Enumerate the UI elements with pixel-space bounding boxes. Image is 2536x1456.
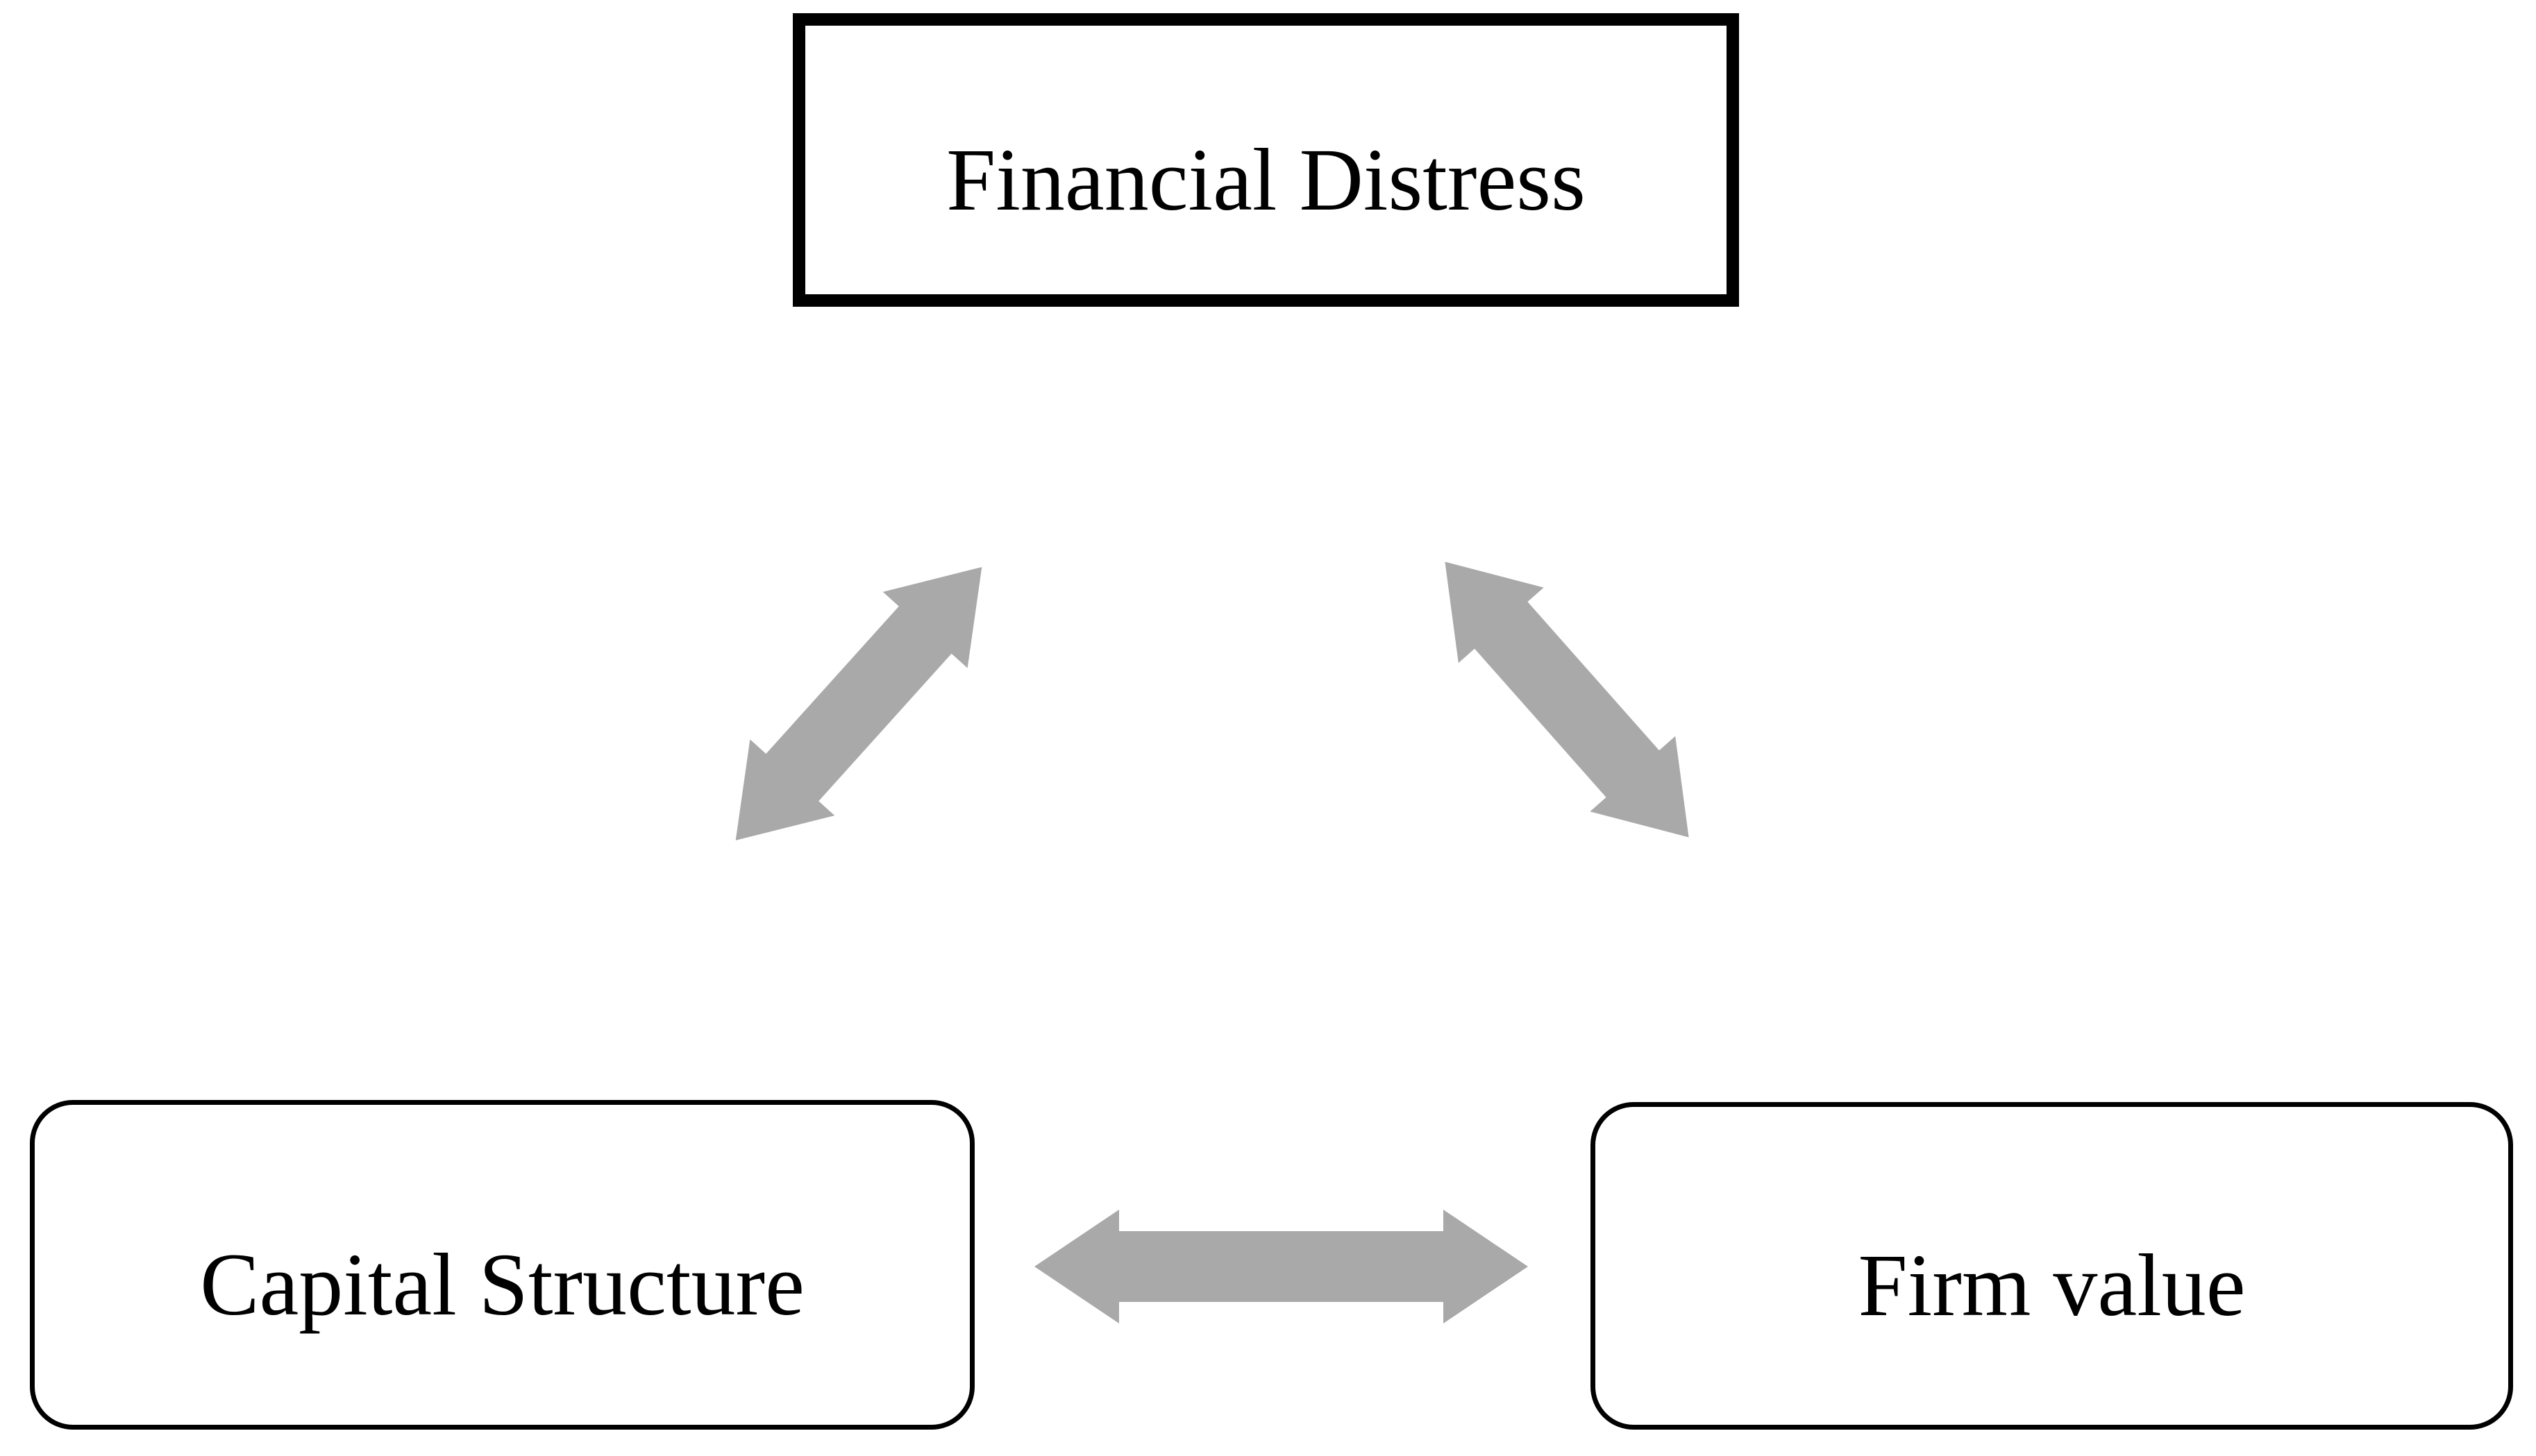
node-capital-structure: Capital Structure — [30, 1100, 975, 1430]
double-arrow-icon — [1034, 1210, 1528, 1323]
node-capital-structure-label: Capital Structure — [200, 1235, 805, 1334]
connector-capital-structure-firm-value — [1034, 1210, 1528, 1323]
double-arrow-icon — [1445, 561, 1689, 838]
double-arrow-shape — [1445, 561, 1689, 838]
node-financial-distress: Financial Distress — [793, 13, 1739, 307]
double-arrow-shape — [1034, 1210, 1528, 1323]
node-firm-value-label: Firm value — [1858, 1236, 2246, 1335]
connector-financial-distress-capital-structure — [694, 529, 1025, 879]
node-firm-value: Firm value — [1590, 1102, 2513, 1430]
double-arrow-icon — [735, 567, 982, 840]
double-arrow-shape — [735, 567, 982, 840]
node-financial-distress-label: Financial Distress — [946, 130, 1586, 229]
connector-financial-distress-firm-value — [1402, 524, 1731, 875]
